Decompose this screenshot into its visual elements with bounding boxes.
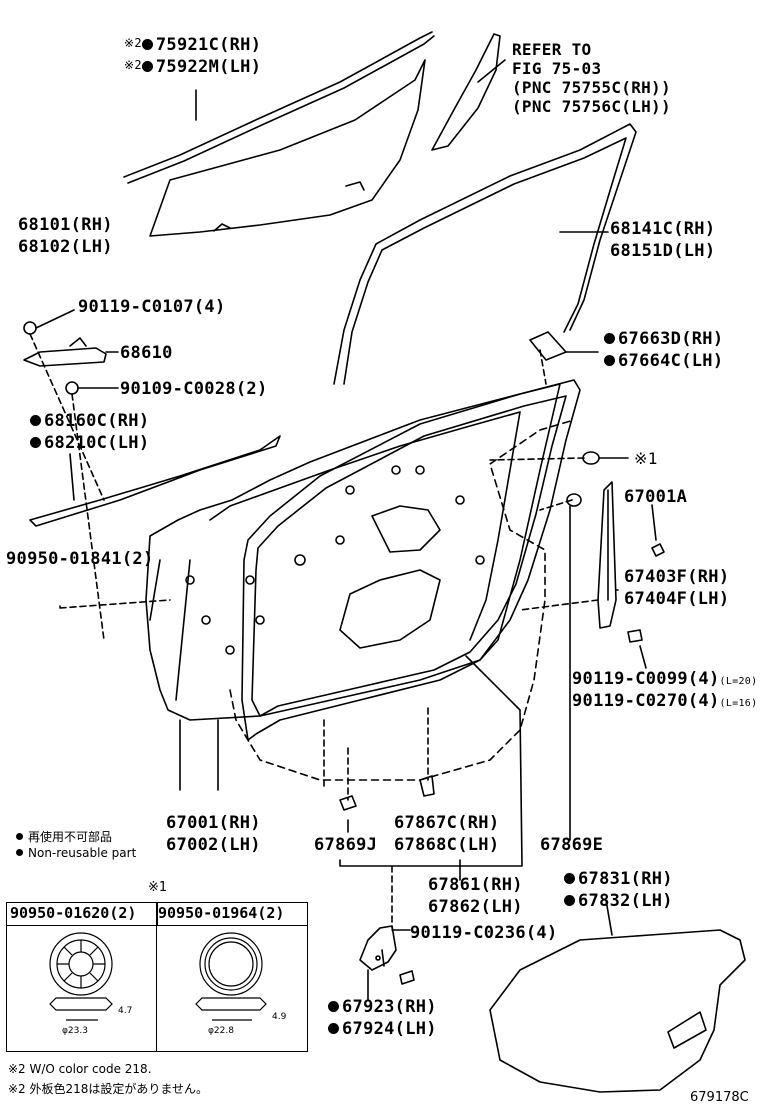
label-67923: 67923(RH) bbox=[328, 996, 437, 1018]
dash-plug-hole bbox=[489, 457, 585, 461]
label-67862: 67862(LH) bbox=[428, 897, 523, 917]
label-67664c: 67664C(LH) bbox=[604, 350, 723, 372]
label-68210c: 68210C(LH) bbox=[30, 432, 149, 454]
hole-plug-shape bbox=[582, 451, 600, 465]
clip-shape bbox=[566, 493, 582, 507]
footnote-jp: ※2 外板色218は設定がありません。 bbox=[8, 1082, 209, 1096]
inset-right-diameter: φ22.8 bbox=[208, 1026, 234, 1036]
label-67404f: 67404F(LH) bbox=[624, 589, 730, 609]
label-68101: 68101(RH) bbox=[18, 215, 113, 235]
label-67869j: 67869J bbox=[314, 835, 378, 855]
outer-belt-molding-shape bbox=[123, 31, 435, 184]
label-67001a: 67001A bbox=[624, 487, 688, 507]
label-67832: 67832(LH) bbox=[564, 890, 673, 912]
rear-lower-channel-shape bbox=[597, 481, 617, 629]
label-67403f: 67403F(RH) bbox=[624, 567, 730, 587]
inset-left-header-cell bbox=[6, 902, 158, 926]
label-90109-c0028: 90109-C0028(2) bbox=[120, 379, 268, 399]
dash-hinge bbox=[29, 333, 105, 641]
leader-68160 bbox=[69, 453, 75, 501]
label-67663d: 67663D(RH) bbox=[604, 328, 723, 350]
label-68141c: 68141C(RH) bbox=[610, 219, 716, 239]
inset-left-diameter: φ23.3 bbox=[62, 1026, 88, 1036]
corner-cover-shape bbox=[529, 331, 567, 361]
label-67924: 67924(LH) bbox=[328, 1018, 437, 1040]
label-67869e: 67869E bbox=[540, 835, 604, 855]
door-weatherstrip-shape bbox=[241, 379, 581, 741]
clip-67869j bbox=[339, 795, 357, 811]
dash-body-outline bbox=[229, 419, 575, 781]
inset-right-part: 90950-01964(2) bbox=[158, 904, 285, 922]
label-68160c: 68160C(RH) bbox=[30, 410, 149, 432]
label-67867c: 67867C(RH) bbox=[394, 813, 500, 833]
legend-en: Non-reusable part bbox=[16, 846, 136, 860]
label-67831: 67831(RH) bbox=[564, 868, 673, 890]
legend-jp: 再使用不可部品 bbox=[16, 828, 112, 845]
service-hole-cover-shape bbox=[489, 929, 746, 1093]
dash-67403 bbox=[519, 599, 599, 611]
dash-plug bbox=[59, 599, 171, 609]
leader-67001 bbox=[179, 719, 219, 791]
leader-67001a bbox=[651, 504, 657, 541]
refer-note: REFER TO FIG 75-03 (PNC 75755C(RH)) (PNC… bbox=[512, 40, 671, 116]
bracket-67861 bbox=[339, 859, 461, 881]
inset-mark: ※1 bbox=[148, 880, 168, 895]
leader-90119-c0099 bbox=[639, 645, 647, 669]
inset-right-height: 4.9 bbox=[272, 1012, 287, 1022]
dash-clips bbox=[323, 707, 429, 801]
label-mark1: ※1 bbox=[634, 449, 658, 468]
label-90950-01841: 90950-01841(2) bbox=[6, 549, 154, 569]
footnote-en: ※2 W/O color code 218. bbox=[8, 1062, 152, 1076]
inset-left-height: 4.7 bbox=[118, 1006, 133, 1016]
front-pillar-garnish-shape bbox=[431, 33, 501, 151]
leader-67861-line bbox=[459, 655, 523, 867]
clip-67001a bbox=[651, 543, 665, 557]
leader-refer bbox=[477, 59, 506, 83]
door-check-shape bbox=[23, 321, 107, 395]
label-67868c: 67868C(LH) bbox=[394, 835, 500, 855]
glass-run-channel-shape bbox=[333, 123, 637, 385]
figure-id: 679178C bbox=[690, 1090, 749, 1105]
label-90119-c0099: 90119-C0099(4)(L=20) bbox=[572, 669, 758, 689]
clip-67867 bbox=[419, 775, 435, 797]
plug-left-shape bbox=[49, 932, 113, 1021]
label-68610: 68610 bbox=[120, 343, 173, 363]
label-90119-c0270: 90119-C0270(4)(L=16) bbox=[572, 691, 758, 711]
label-67861: 67861(RH) bbox=[428, 875, 523, 895]
label-90119-c0236: 90119-C0236(4) bbox=[410, 923, 558, 943]
bolt-90119 bbox=[627, 629, 643, 643]
door-glass-shape bbox=[149, 59, 426, 237]
bolt-90119-c0236 bbox=[399, 970, 415, 985]
label-90119-c0107: 90119-C0107(4) bbox=[78, 297, 226, 317]
label-68151d: 68151D(LH) bbox=[610, 241, 716, 261]
belt-weatherstrip-shape bbox=[29, 435, 281, 527]
inset-plugs-drawing bbox=[49, 932, 267, 1021]
plug-right-shape bbox=[195, 932, 267, 1021]
label-67001: 67001(RH) bbox=[166, 813, 261, 833]
label-68102: 68102(LH) bbox=[18, 237, 113, 257]
inset-left-part: 90950-01620(2) bbox=[10, 904, 137, 922]
door-panel-shape bbox=[145, 383, 561, 721]
inset-divider bbox=[156, 902, 157, 1052]
door-check-cover-shape bbox=[359, 925, 397, 971]
label-67002: 67002(LH) bbox=[166, 835, 261, 855]
leader-90119-c0107 bbox=[35, 309, 75, 329]
leader-67831 bbox=[605, 899, 613, 936]
leader-67923-a bbox=[381, 949, 385, 967]
